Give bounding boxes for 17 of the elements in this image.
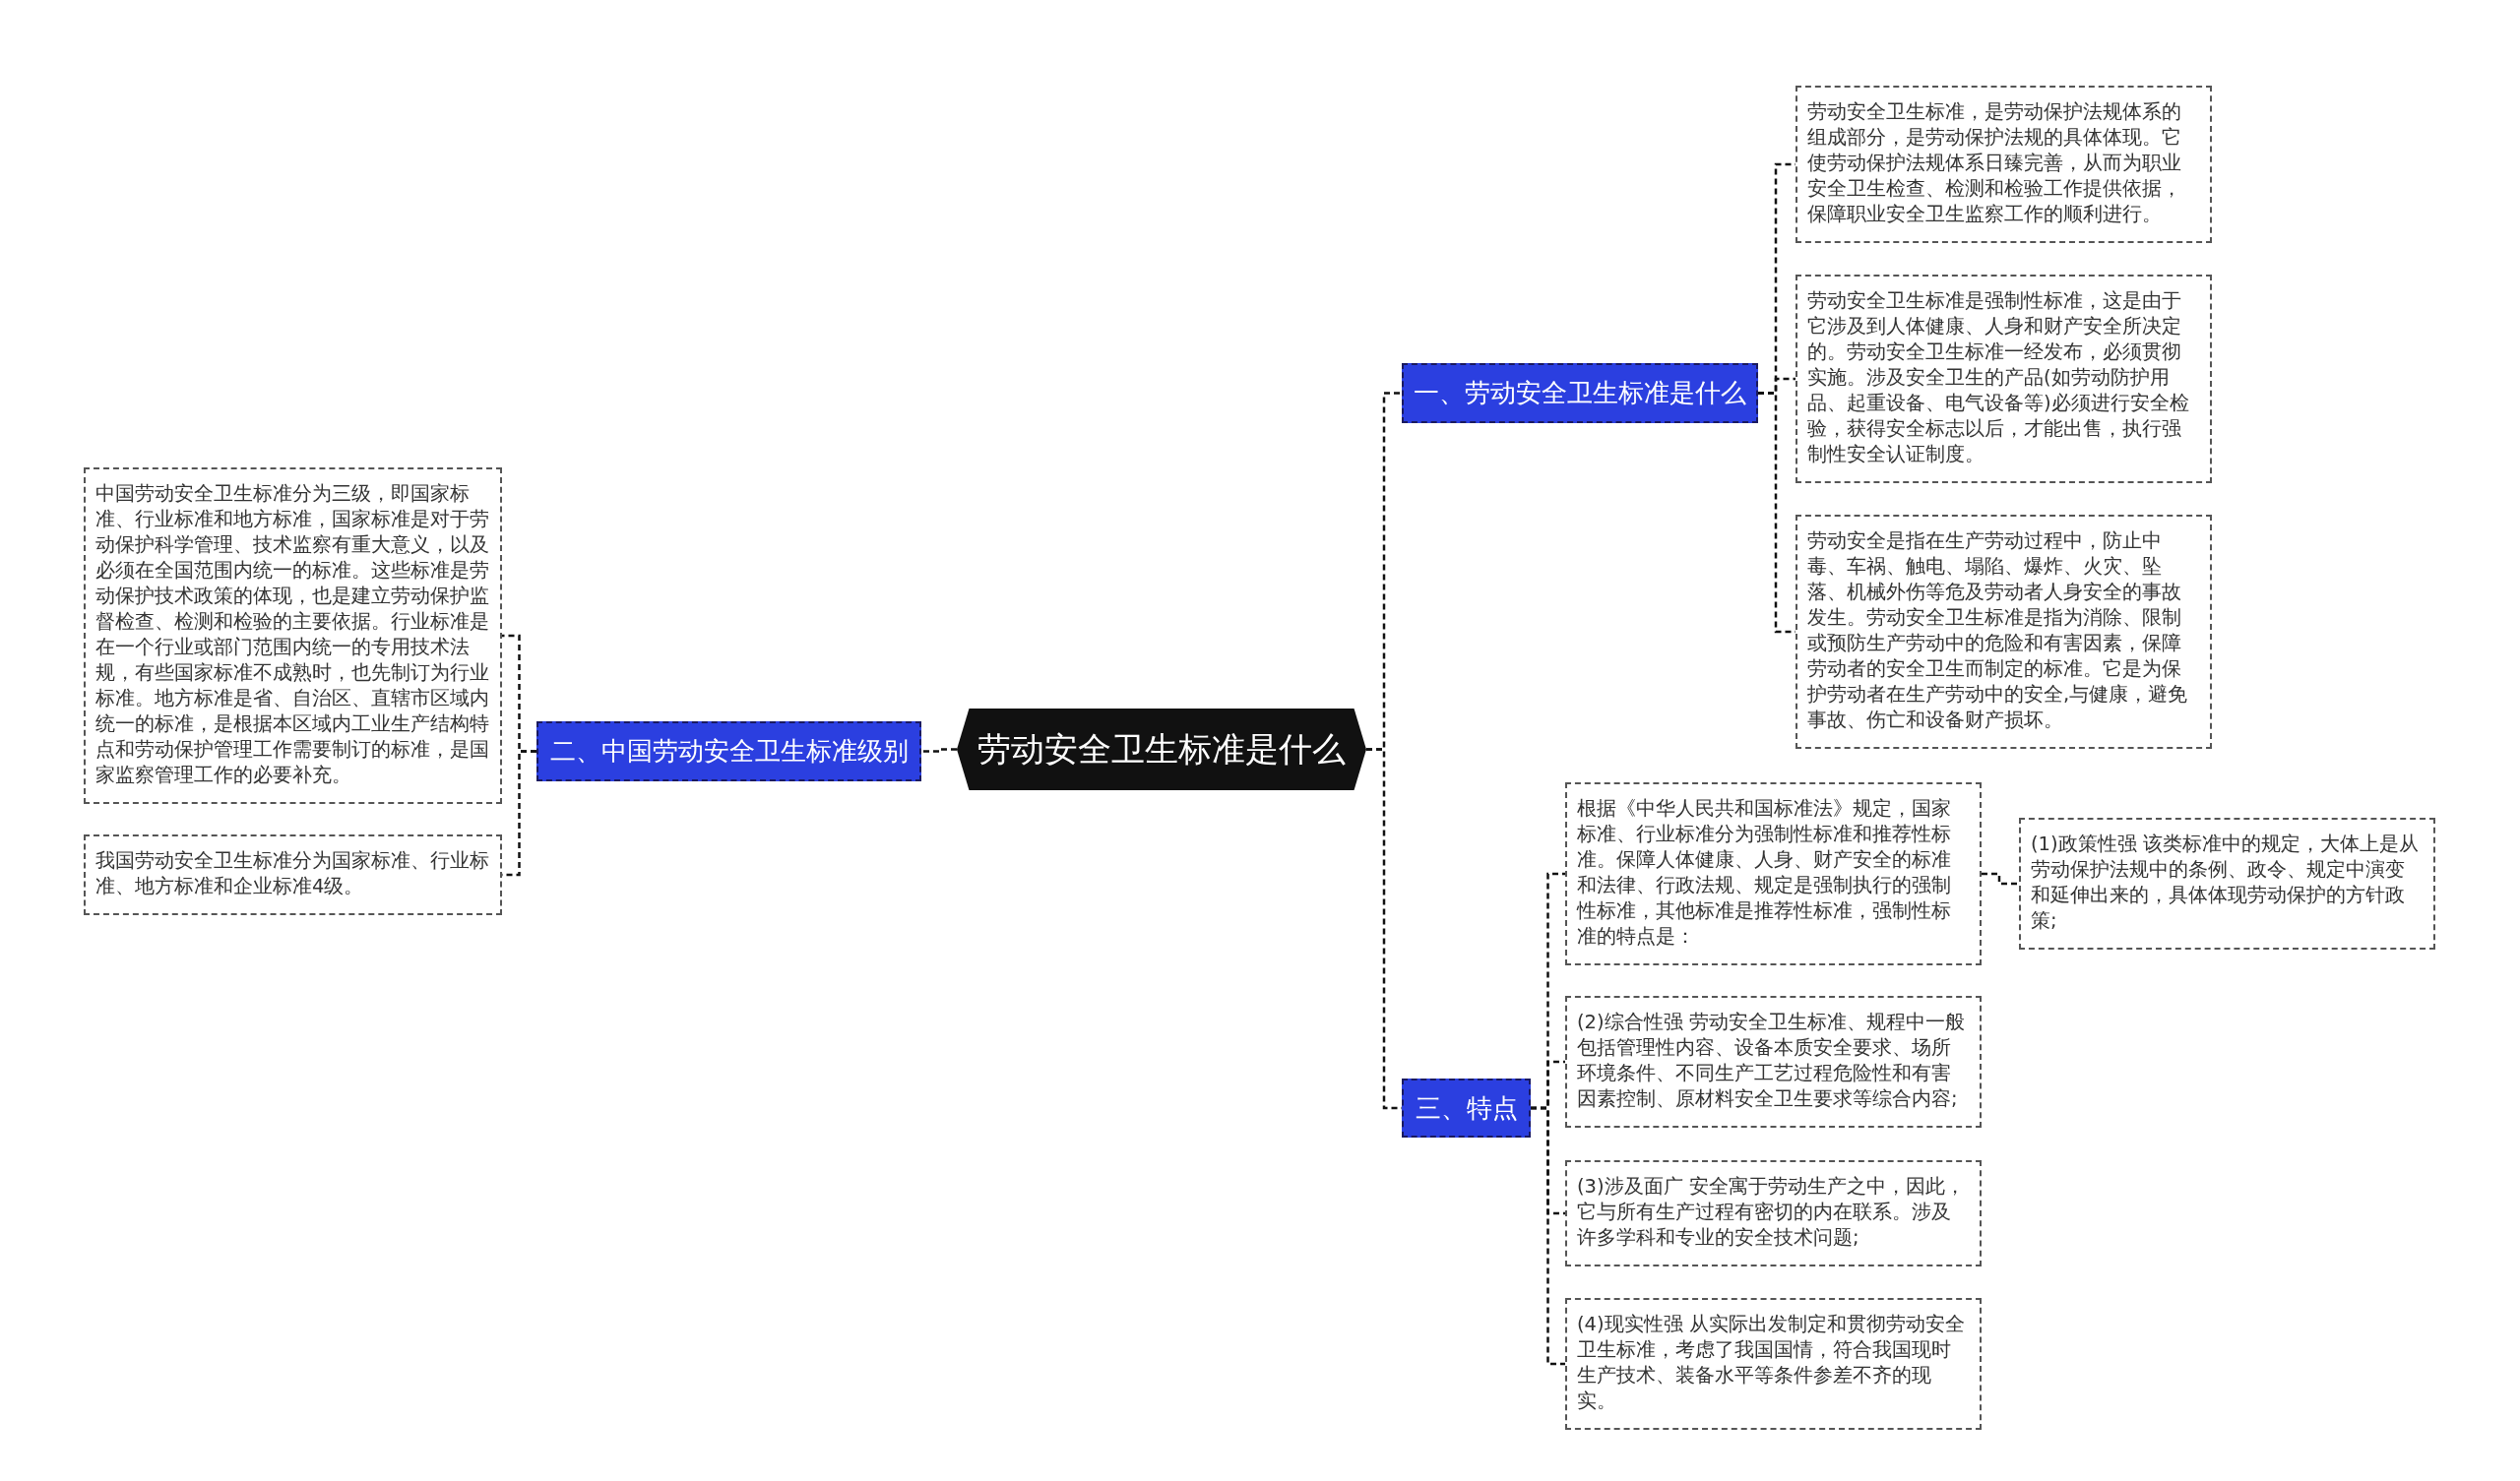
text-box: (4)现实性强 从实际出发制定和贯彻劳动安全卫生标准，考虑了我国国情，符合我国现时生产技术、装备水平等条件参差不齐的现实。 [1565,1298,1982,1430]
connector-line [1531,1106,1565,1366]
text-box: 根据《中华人民共和国标准法》规定，国家标准、行业标准分为强制性标准和推荐性标准。保障人体健康、人身、财产安全的标准和法律、行政法规、规定是强制执行的强制性标准，其他标准是推荐性标准，强制性标准的特点是： [1565,782,1982,965]
text-box: 劳动安全卫生标准是强制性标准，这是由于它涉及到人体健康、人身和财产安全所决定的。劳动安全卫生标准一经发布，必须贯彻实施。涉及安全卫生的产品(如劳动防护用品、起重设备、电气设备等)必须进行安全检验，获得安全标志以后，才能出售，执行强制性安全认证制度。 [1796,275,2212,483]
branch-box: 一、劳动安全卫生标准是什么 [1402,363,1758,423]
text-box: 劳动安全卫生标准，是劳动保护法规体系的组成部分，是劳动保护法规的具体体现。它使劳动保护法规体系日臻完善，从而为职业安全卫生检查、检测和检验工作提供依据，保障职业安全卫生监察工作的顺利进行。 [1796,86,2212,243]
text-box: 中国劳动安全卫生标准分为三级，即国家标准、行业标准和地方标准，国家标准是对于劳动保护科学管理、技术监察有重大意义，以及必须在全国范围内统一的标准。这些标准是劳动保护技术政策的体现，也是建立劳动保护监督检查、检测和检验的主要依据。行业标准是在一个行业或部门范围内统一的专用技术法规，有些国家标准不成熟时，也先制订为行业标准。地方标准是省、自治区、直辖市区域内统一的标准，是根据本区域内工业生产结构特点和劳动保护管理工作需要制订的标准，是国家监察管理工作的必要补充。 [84,467,502,804]
topic-hexagon: 劳动安全卫生标准是什么 [957,709,1366,790]
text-box: (2)综合性强 劳动安全卫生标准、规程中一般包括管理性内容、设备本质安全要求、场所环境条件、不同生产工艺过程危险性和有害因素控制、原材料安全卫生要求等综合内容; [1565,996,1982,1128]
connector-line [1982,872,2019,886]
text-box: 我国劳动安全卫生标准分为国家标准、行业标准、地方标准和企业标准4级。 [84,834,502,915]
branch-box: 二、中国劳动安全卫生标准级别 [536,721,921,781]
text-box: (1)政策性强 该类标准中的规定，大体上是从劳动保护法规中的条例、政令、规定中演变和延伸出来的，具体体现劳动保护的方针政策; [2019,818,2435,950]
connector-line [921,748,957,753]
text-box: (3)涉及面广 安全寓于劳动生产之中，因此，它与所有生产过程有密切的内在联系。涉及许多学科和专业的安全技术问题; [1565,1160,1982,1266]
text-box: 劳动安全是指在生产劳动过程中，防止中毒、车祸、触电、塌陷、爆炸、火灾、坠落、机械外伤等危及劳动者人身安全的事故发生。劳动安全卫生标准是指为消除、限制或预防生产劳动中的危险和有害因素，保障劳动者的安全卫生而制定的标准。它是为保护劳动者在生产劳动中的安全,与健康，避免事故、伤亡和设备财产损坏。 [1796,515,2212,749]
branch-box: 三、特点 [1402,1079,1531,1138]
